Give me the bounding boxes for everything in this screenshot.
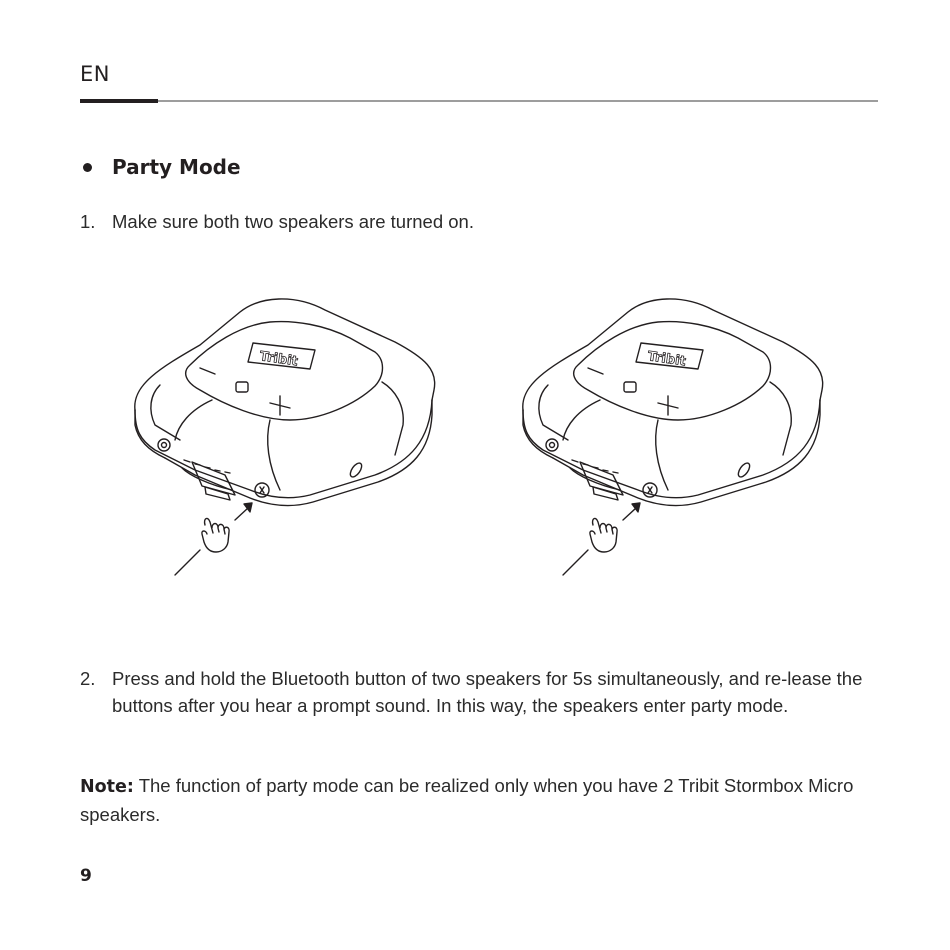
section-title: Party Mode [112, 155, 241, 179]
note-text: The function of party mode can be realiz… [80, 775, 854, 825]
step-text: Press and hold the Bluetooth button of t… [112, 668, 863, 716]
section-heading: Party Mode [80, 155, 241, 179]
language-label: EN [80, 62, 110, 86]
speaker-illustration-right: Tribit [508, 290, 838, 590]
brand-logo-text: Tribit [647, 349, 687, 369]
page-number: 9 [80, 866, 92, 886]
step-number: 2. [80, 668, 96, 689]
step-1: 1. Make sure both two speakers are turne… [80, 208, 882, 235]
note-label: Note: [80, 777, 134, 797]
header-rule-accent [80, 99, 158, 103]
brand-logo-text: Tribit [259, 349, 299, 369]
step-text: Make sure both two speakers are turned o… [112, 211, 474, 232]
step-2: 2. Press and hold the Bluetooth button o… [80, 665, 882, 719]
note-paragraph: Note: The function of party mode can be … [80, 772, 880, 829]
step-number: 1. [80, 211, 96, 232]
pointing-hand-icon [589, 517, 618, 553]
header-rule [80, 100, 878, 102]
speaker-illustration-left: Tribit [120, 290, 450, 590]
pointing-hand-icon [201, 517, 230, 553]
bullet-icon [83, 162, 92, 172]
